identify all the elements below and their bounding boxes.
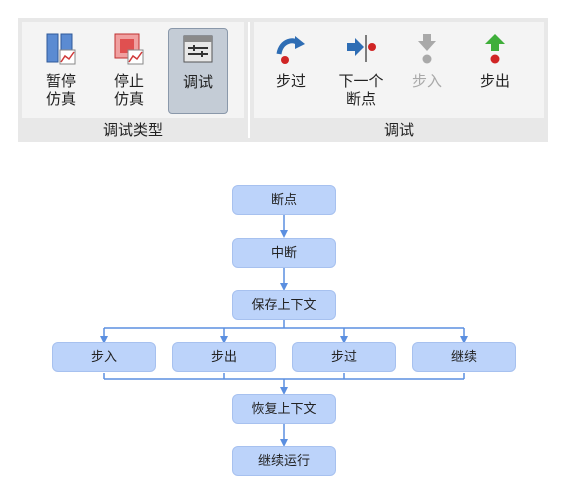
group-label: 调试 [383, 121, 414, 139]
node-continue-run: 继续运行 [232, 446, 336, 476]
debug-ribbon: 暂停 仿真 停止 仿真 [18, 18, 548, 142]
button-label: 停止 [113, 72, 144, 90]
step-over-icon [276, 36, 305, 64]
step-out-icon [485, 34, 505, 64]
button-label: 仿真 [113, 90, 144, 108]
next-breakpoint-icon [347, 35, 376, 62]
step-out-button[interactable]: 步出 [466, 28, 524, 112]
debug-mode-button[interactable]: 调试 [168, 28, 228, 114]
node-continue: 继续 [412, 342, 516, 372]
stop-simulation-button[interactable]: 停止 仿真 [100, 28, 158, 112]
button-label: 调试 [182, 73, 213, 91]
button-label: 步过 [275, 72, 306, 90]
pause-simulation-button[interactable]: 暂停 仿真 [32, 28, 90, 112]
step-into-icon [418, 34, 436, 64]
button-label: 步出 [479, 72, 510, 90]
button-label: 步入 [411, 72, 442, 90]
ribbon-group-body: 暂停 仿真 停止 仿真 [22, 22, 244, 118]
debug-icon [183, 35, 213, 63]
node-interrupt: 中断 [232, 238, 336, 268]
ribbon-group-debug-type: 暂停 仿真 停止 仿真 [18, 18, 248, 142]
ribbon-group-debug: 步过 下一个 断点 [250, 18, 548, 142]
step-over-button[interactable]: 步过 [262, 28, 320, 112]
ribbon-group-body: 步过 下一个 断点 [254, 22, 544, 118]
button-label: 断点 [345, 90, 376, 108]
node-save-context: 保存上下文 [232, 290, 336, 320]
next-breakpoint-button[interactable]: 下一个 断点 [332, 28, 390, 112]
pause-sim-icon [46, 33, 76, 65]
button-label: 下一个 [338, 72, 384, 90]
step-into-button[interactable]: 步入 [398, 28, 456, 112]
group-label: 调试类型 [102, 121, 163, 139]
node-step-over: 步过 [292, 342, 396, 372]
node-breakpoint: 断点 [232, 185, 336, 215]
group-separator [248, 22, 250, 138]
button-label: 仿真 [45, 90, 76, 108]
node-step-into: 步入 [52, 342, 156, 372]
node-step-out: 步出 [172, 342, 276, 372]
button-label: 暂停 [45, 72, 76, 90]
stop-sim-icon [114, 33, 144, 65]
node-restore-context: 恢复上下文 [232, 394, 336, 424]
